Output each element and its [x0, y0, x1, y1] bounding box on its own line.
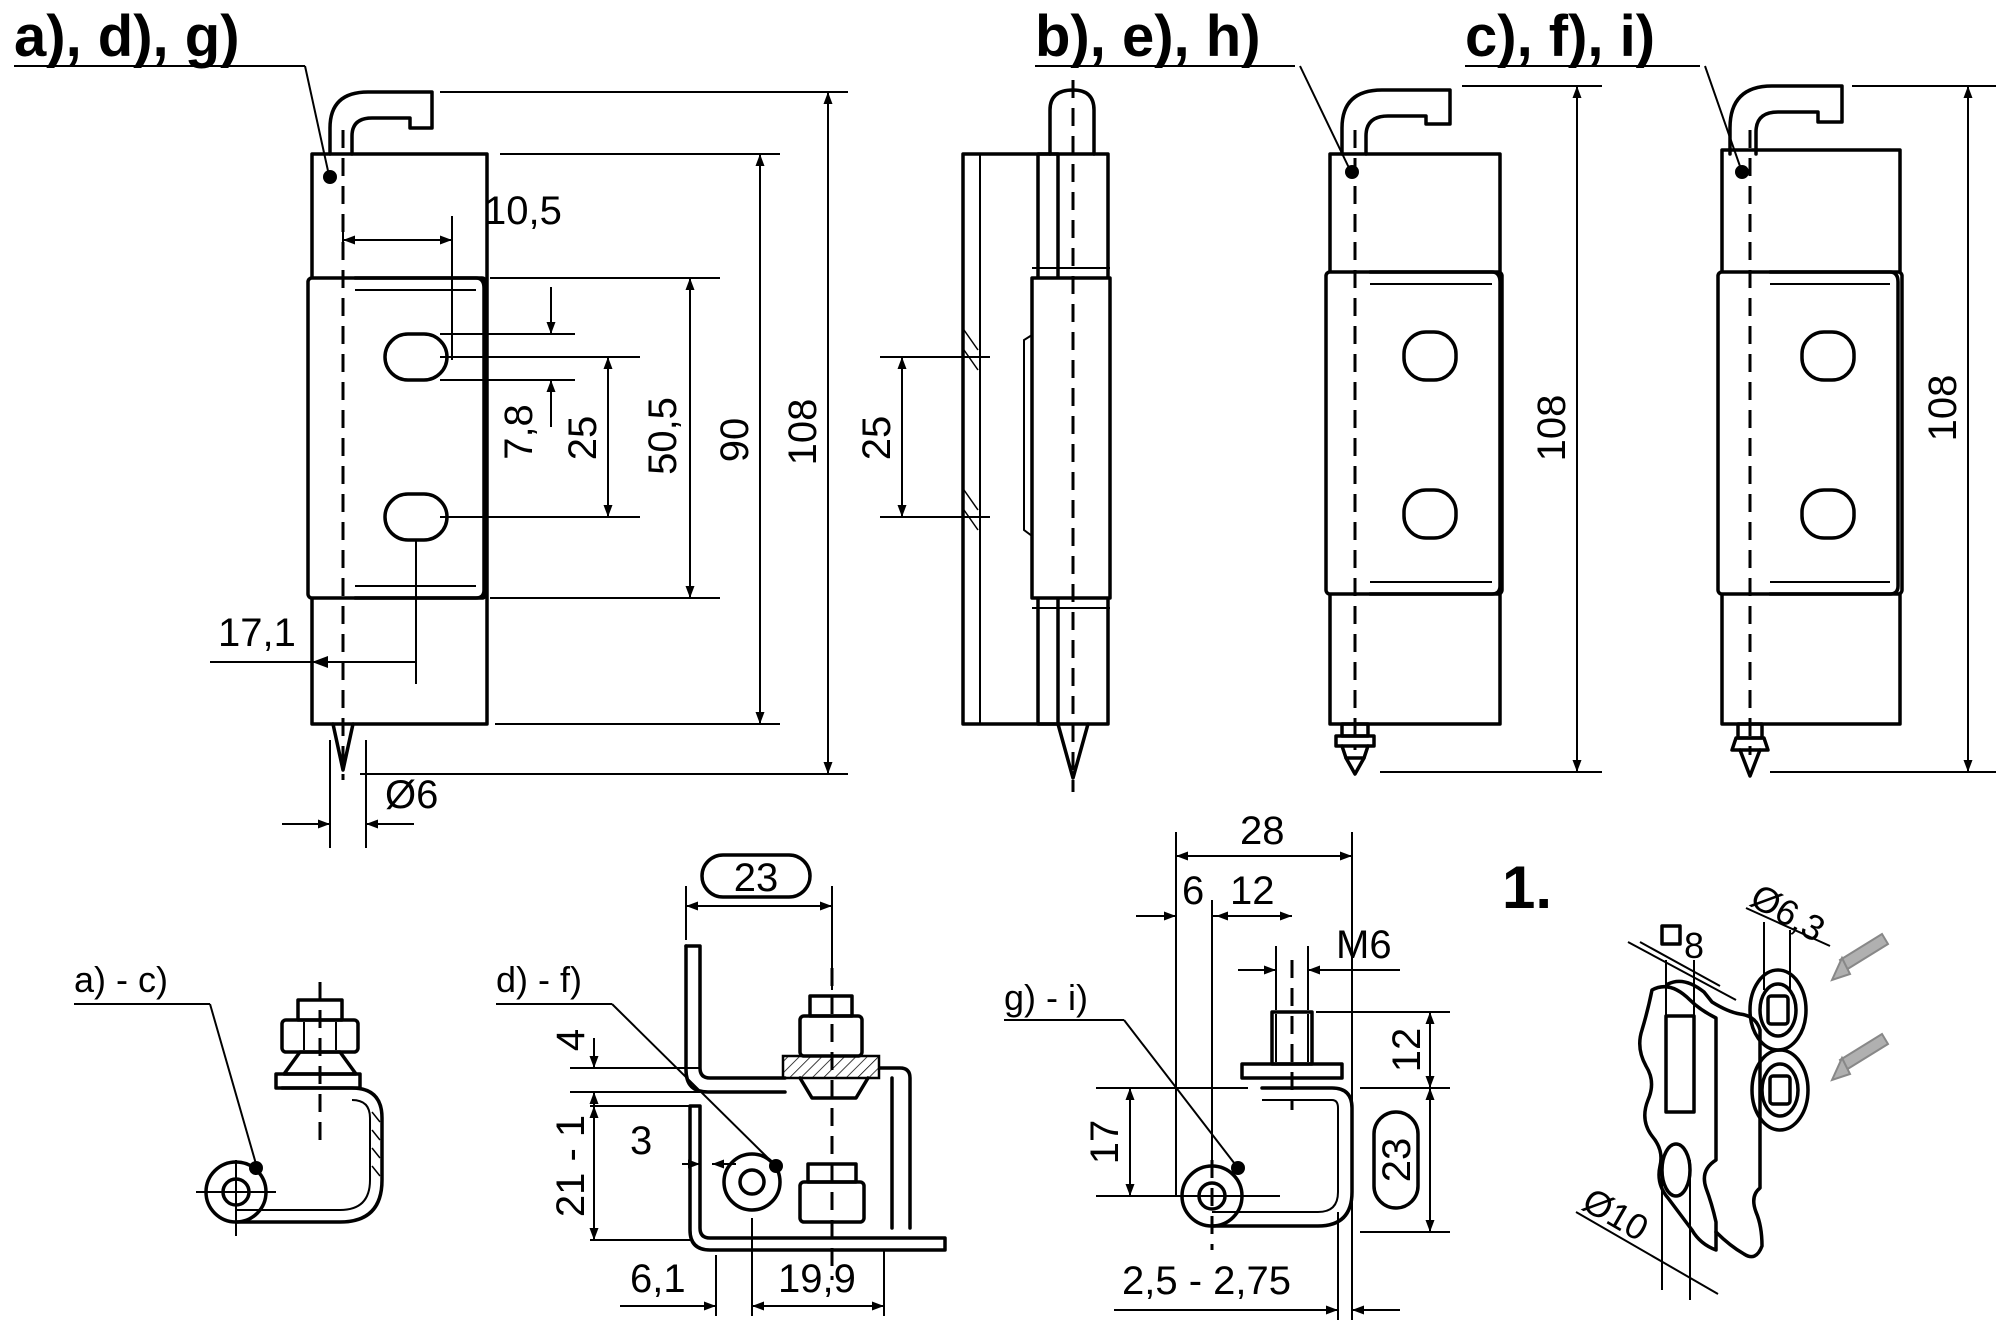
- header-adg: a), d), g): [14, 4, 240, 69]
- header-beh: b), e), h): [1035, 4, 1261, 69]
- dim-sq8: 8: [1684, 925, 1704, 966]
- side-band: [1030, 276, 1112, 600]
- dim-25: 25: [561, 416, 605, 461]
- arrow-top: [1838, 932, 1890, 972]
- dim-10-5: 10,5: [484, 189, 562, 233]
- dim-gi-2-5: 2,5 - 2,75: [1122, 1259, 1291, 1303]
- hinge-front-view: [306, 90, 489, 780]
- section-ac: a) - c): [74, 959, 384, 1236]
- dim-df-23: 23: [734, 856, 779, 900]
- dim-h-108: 108: [1530, 395, 1574, 462]
- pin-handle: [328, 90, 434, 156]
- dim-108: 108: [781, 399, 825, 466]
- detail-1: 1. 8 Ø6,3 Ø10: [1502, 854, 1890, 1300]
- front-dimensions: 108 90 50,5 25 7,8 10,5 17,1 Ø6: [210, 91, 848, 848]
- arrow-bottom: [1838, 1032, 1890, 1072]
- leader-dot: [323, 170, 337, 184]
- hinge-knuckle-band: [306, 276, 488, 600]
- dim-gi-17: 17: [1083, 1120, 1127, 1165]
- hinge-side-view: [961, 80, 1112, 792]
- dim-gi-6: 6: [1182, 869, 1204, 913]
- dim-dia6: Ø6: [385, 773, 438, 817]
- dim-df-4: 4: [549, 1029, 593, 1051]
- dim-side-25: 25: [855, 416, 899, 461]
- door-panel: [1638, 984, 1718, 1252]
- dim-df-6-1: 6,1: [630, 1257, 686, 1301]
- dim-gi-m6: M6: [1336, 923, 1392, 967]
- detail-label: 1.: [1502, 854, 1552, 921]
- dim-df-19-9: 19,9: [778, 1257, 856, 1301]
- dim-gi-23: 23: [1375, 1138, 1419, 1183]
- washer-bottom: [1750, 1048, 1810, 1132]
- hinge-view-h: [1324, 88, 1504, 776]
- dim-df-3: 3: [630, 1119, 652, 1163]
- label-df: d) - f): [496, 959, 582, 1000]
- view-h-dimensions: 108: [1380, 85, 1602, 773]
- dim-df-21-1: 21 - 1: [549, 1115, 593, 1217]
- label-gi: g) - i): [1004, 977, 1088, 1018]
- hinge-view-i: [1716, 84, 1904, 778]
- dim-90: 90: [713, 418, 757, 463]
- header-labels: a), d), g) b), e), h) c), f), i): [14, 4, 1700, 69]
- view-i-dimensions: 108: [1770, 85, 1996, 773]
- dim-gi-12: 12: [1230, 869, 1275, 913]
- header-leaders: [304, 65, 1743, 181]
- label-ac: a) - c): [74, 959, 168, 1000]
- dim-50-5: 50,5: [641, 397, 685, 475]
- dim-7-8: 7,8: [497, 404, 541, 460]
- square-hole: [1664, 1014, 1696, 1114]
- dim-17-1: 17,1: [218, 611, 296, 655]
- side-dimensions: 25: [855, 356, 990, 518]
- section-gi: g) - i) 28 6 12 M6 12: [1004, 809, 1450, 1320]
- dim-gi-12v: 12: [1385, 1028, 1429, 1073]
- header-cfi: c), f), i): [1465, 4, 1655, 69]
- pin-tip: [331, 722, 355, 772]
- section-df: d) - f) 23 4 21 - 1 3: [496, 853, 947, 1316]
- round-hole: [1660, 1142, 1692, 1198]
- dim-dia10: Ø10: [1576, 1179, 1655, 1249]
- dim-gi-28: 28: [1240, 809, 1285, 853]
- dim-i-108: 108: [1921, 375, 1965, 442]
